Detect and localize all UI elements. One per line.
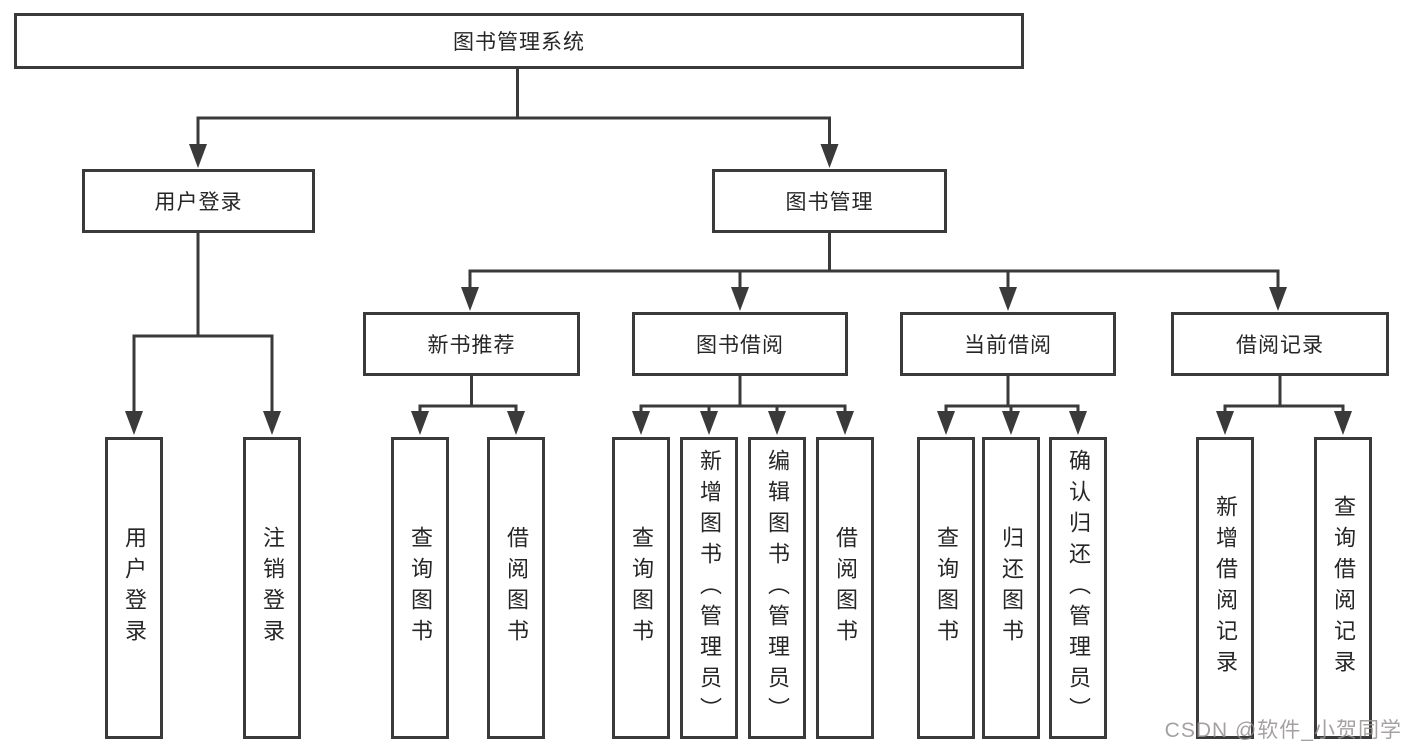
node-new-book-recommend: 新书推荐 <box>363 312 580 376</box>
leaf-bb-add-books-admin: 新增图书（管理员） <box>680 437 738 739</box>
leaf-cb-return-books: 归还图书 <box>982 437 1040 739</box>
leaf-cb-query-books: 查询图书 <box>917 437 975 739</box>
leaf-nb-borrow-books: 借阅图书 <box>487 437 545 739</box>
leaf-br-add-record: 新增借阅记录 <box>1196 437 1254 739</box>
leaf-nb-borrow-books-label: 借阅图书 <box>504 526 529 650</box>
node-borrow-records: 借阅记录 <box>1171 312 1389 376</box>
node-book-borrow: 图书借阅 <box>632 312 848 376</box>
node-root: 图书管理系统 <box>14 13 1024 69</box>
leaf-bb-add-books-admin-label: 新增图书（管理员） <box>697 448 722 728</box>
leaf-br-query-record-label: 查询借阅记录 <box>1331 495 1356 681</box>
leaf-logout-label: 注销登录 <box>260 526 285 650</box>
leaf-logout: 注销登录 <box>243 437 301 739</box>
leaf-bb-borrow-books-label: 借阅图书 <box>833 526 858 650</box>
leaf-user-login: 用户登录 <box>105 437 163 739</box>
leaf-bb-edit-books-admin: 编辑图书（管理员） <box>748 437 806 739</box>
csdn-watermark: CSDN @软件_小贺同学 <box>1164 719 1402 742</box>
node-user-login: 用户登录 <box>82 169 315 233</box>
leaf-bb-query-books: 查询图书 <box>612 437 670 739</box>
leaf-user-login-label: 用户登录 <box>122 526 147 650</box>
leaf-cb-confirm-return-admin: 确认归还（管理员） <box>1049 437 1107 739</box>
leaf-nb-query-books: 查询图书 <box>391 437 449 739</box>
leaf-nb-query-books-label: 查询图书 <box>408 526 433 650</box>
leaf-bb-query-books-label: 查询图书 <box>629 526 654 650</box>
leaf-cb-confirm-return-admin-label: 确认归还（管理员） <box>1066 448 1091 728</box>
leaf-br-add-record-label: 新增借阅记录 <box>1213 495 1238 681</box>
node-current-borrow: 当前借阅 <box>900 312 1116 376</box>
leaf-br-query-record: 查询借阅记录 <box>1314 437 1372 739</box>
leaf-bb-edit-books-admin-label: 编辑图书（管理员） <box>765 448 790 728</box>
leaf-bb-borrow-books: 借阅图书 <box>816 437 874 739</box>
leaf-cb-return-books-label: 归还图书 <box>999 526 1024 650</box>
node-book-management: 图书管理 <box>712 169 947 233</box>
leaf-cb-query-books-label: 查询图书 <box>934 526 959 650</box>
